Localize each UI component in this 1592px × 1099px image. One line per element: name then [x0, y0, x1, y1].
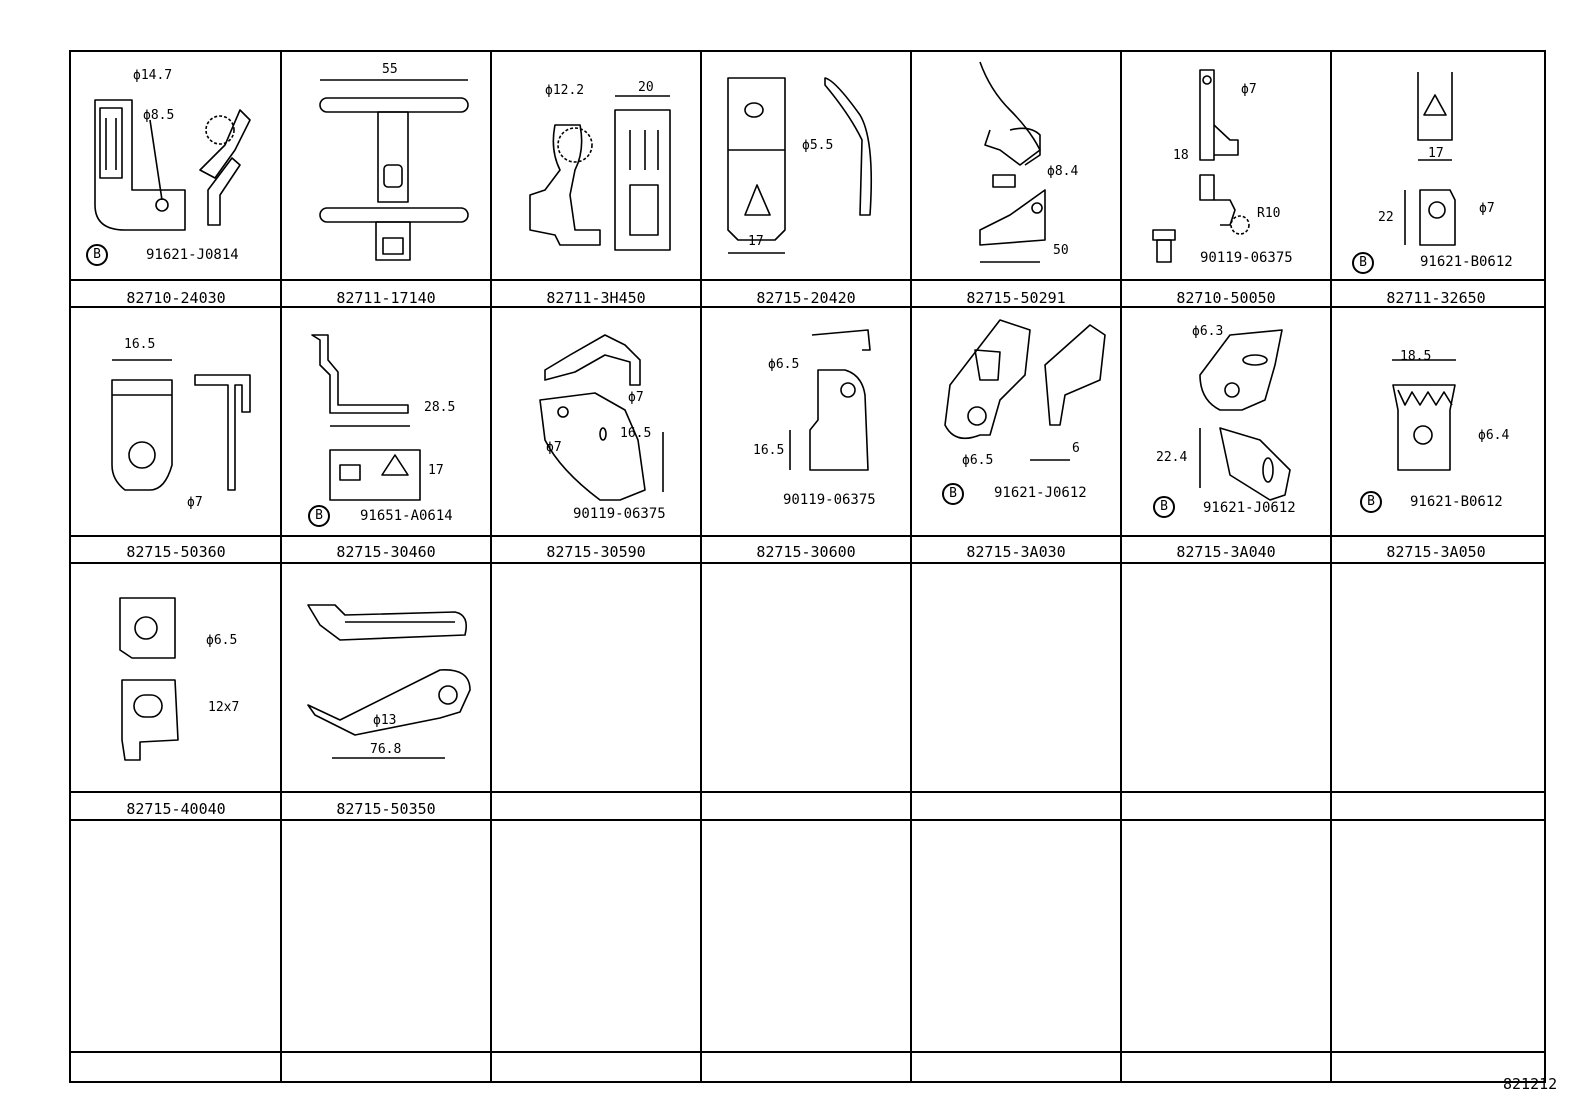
sketch-82711-32650 [1404, 72, 1456, 246]
dimension-label: ϕ12.2 [545, 83, 585, 98]
callout-91651-A0614[interactable]: 91651-A0614 [360, 508, 453, 524]
part-number-82711-3H450[interactable]: 82711-3H450 [546, 289, 646, 307]
sketch-82711-17140 [319, 79, 469, 261]
part-number-82715-30600[interactable]: 82715-30600 [756, 543, 856, 561]
sketch-82715-3A050 [1392, 359, 1456, 471]
sketch-82715-50360 [111, 359, 251, 491]
part-number-82715-50350[interactable]: 82715-50350 [336, 800, 436, 818]
dimension-label: 50 [1053, 243, 1069, 258]
dimension-label: 18 [1173, 148, 1189, 163]
dimension-label: 16.5 [620, 426, 652, 441]
dimension-label: ϕ8.5 [143, 108, 175, 123]
callout-90119-06375[interactable]: 90119-06375 [1200, 250, 1293, 266]
part-number-82710-50050[interactable]: 82710-50050 [1176, 289, 1276, 307]
callout-91621-J0612[interactable]: 91621-J0612 [1203, 500, 1296, 516]
part-number-82711-32650[interactable]: 82711-32650 [1386, 289, 1486, 307]
grid-frame [69, 50, 1546, 1083]
dimension-label: ϕ7 [187, 495, 203, 510]
dimension-label: ϕ6.5 [768, 357, 800, 372]
callout-91621-J0814[interactable]: 91621-J0814 [146, 247, 239, 263]
dimension-label: ϕ7 [1479, 201, 1495, 216]
dimension-label: ϕ7 [628, 390, 644, 405]
part-number-82715-20420[interactable]: 82715-20420 [756, 289, 856, 307]
callout-90119-06375[interactable]: 90119-06375 [783, 492, 876, 508]
dimension-label: 17 [428, 463, 444, 478]
dimension-label: ϕ14.7 [133, 68, 173, 83]
part-number-82715-3A040[interactable]: 82715-3A040 [1176, 543, 1276, 561]
dimension-label: 55 [382, 62, 398, 77]
dimension-label: 17 [1428, 146, 1444, 161]
sketch-82715-30590 [539, 334, 664, 501]
dimension-label: 6 [1072, 441, 1080, 456]
part-number-82715-50291[interactable]: 82715-50291 [966, 289, 1066, 307]
dimension-label: 16.5 [753, 443, 785, 458]
callout-91621-B0612[interactable]: 91621-B0612 [1420, 254, 1513, 270]
sketch-82715-50291 [979, 61, 1046, 263]
sketch-82715-40040 [119, 597, 179, 761]
dimension-label: ϕ7 [1241, 82, 1257, 97]
part-number-82715-30590[interactable]: 82715-30590 [546, 543, 646, 561]
b-marker-icon: B [1352, 252, 1374, 274]
dimension-label: ϕ5.5 [802, 138, 834, 153]
sketch-82715-20420 [727, 77, 873, 254]
dimension-label: ϕ6.5 [206, 633, 238, 648]
dimension-label: ϕ13 [373, 713, 397, 728]
sketch-82710-50050 [1152, 69, 1250, 263]
b-marker-icon: B [86, 244, 108, 266]
dimension-label: ϕ7 [546, 440, 562, 455]
sketch-82715-3A040 [1199, 329, 1291, 501]
callout-91621-J0612[interactable]: 91621-J0612 [994, 485, 1087, 501]
dimension-label: 22 [1378, 210, 1394, 225]
dimension-label: 18.5 [1400, 349, 1432, 364]
part-number-82711-17140[interactable]: 82711-17140 [336, 289, 436, 307]
diagram-code: 821212 [1503, 1075, 1558, 1093]
b-marker-icon: B [942, 483, 964, 505]
dimension-label: 17 [748, 234, 764, 249]
dimension-label: 22.4 [1156, 450, 1188, 465]
part-number-82715-50360[interactable]: 82715-50360 [126, 543, 226, 561]
dimension-label: 16.5 [124, 337, 156, 352]
sketch-82710-24030 [94, 99, 251, 231]
sketch-82715-50350 [307, 604, 471, 759]
dimension-label: ϕ6.5 [962, 453, 994, 468]
dimension-label: ϕ8.4 [1047, 164, 1079, 179]
dimension-label: ϕ6.4 [1478, 428, 1510, 443]
b-marker-icon: B [1153, 496, 1175, 518]
dimension-label: 12x7 [208, 700, 240, 715]
dimension-label: 28.5 [424, 400, 456, 415]
callout-90119-06375[interactable]: 90119-06375 [573, 506, 666, 522]
part-number-82715-3A050[interactable]: 82715-3A050 [1386, 543, 1486, 561]
sketch-82711-3H450 [529, 95, 671, 251]
callout-91621-B0612[interactable]: 91621-B0612 [1410, 494, 1503, 510]
sketch-82715-3A030 [944, 319, 1106, 461]
part-number-82715-40040[interactable]: 82715-40040 [126, 800, 226, 818]
part-number-82710-24030[interactable]: 82710-24030 [126, 289, 226, 307]
dimension-label: 20 [638, 80, 654, 95]
dimension-label: ϕ6.3 [1192, 324, 1224, 339]
dimension-label: R10 [1257, 206, 1281, 221]
sketch-82715-30460 [311, 334, 421, 501]
part-number-82715-30460[interactable]: 82715-30460 [336, 543, 436, 561]
dimension-label: 76.8 [370, 742, 402, 757]
sketch-82715-30600 [789, 329, 871, 471]
part-number-82715-3A030[interactable]: 82715-3A030 [966, 543, 1066, 561]
b-marker-icon: B [308, 505, 330, 527]
b-marker-icon: B [1360, 491, 1382, 513]
